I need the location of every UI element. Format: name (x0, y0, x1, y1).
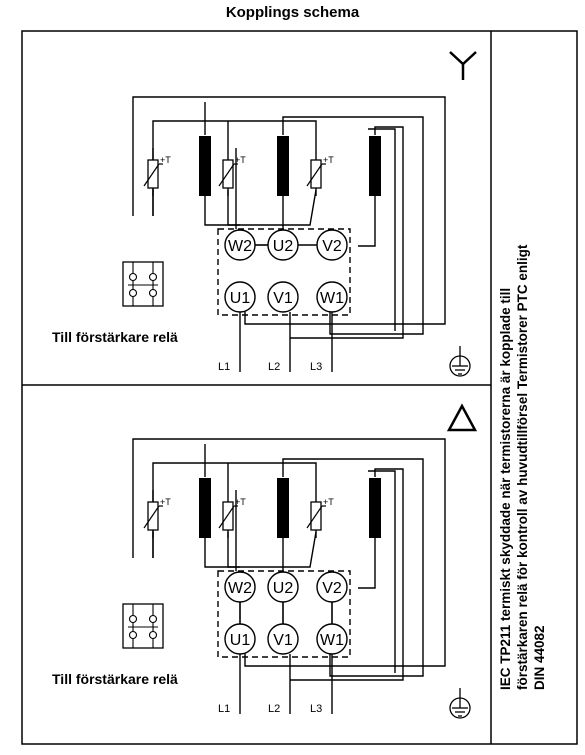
relay-contact-dot (148, 630, 158, 640)
terminal-top-label: U2 (273, 238, 294, 255)
thermistor-wire (227, 531, 317, 568)
side-note: IEC TP211 termiskt skyddade när termisto… (498, 244, 547, 690)
thermistor-slash (143, 505, 160, 529)
thermistor-label: +T (235, 155, 246, 165)
wire (282, 116, 424, 335)
wire (204, 538, 240, 568)
terminal-top-label: W2 (228, 238, 252, 255)
thermistor (147, 501, 159, 531)
thermistor-wire (152, 120, 317, 216)
side-note-line-1: IEC TP211 termiskt skyddade när termisto… (498, 288, 513, 690)
thermistor (222, 159, 234, 189)
supply-line-label: L3 (310, 703, 322, 715)
wire (368, 470, 396, 673)
wire (132, 438, 446, 667)
thermistor-slash (218, 163, 235, 187)
supply-line-label: L2 (268, 361, 280, 373)
terminal-bottom-label: U1 (230, 632, 251, 649)
relay-contact-dot (128, 630, 138, 640)
thermistor (222, 501, 234, 531)
terminal-top-label: V2 (322, 238, 342, 255)
terminal-top-label: W2 (228, 580, 252, 597)
wire (132, 96, 446, 325)
thermistor-slash (306, 505, 323, 529)
thermistor-label: +T (235, 497, 246, 507)
winding-w (199, 478, 211, 538)
thermistor (310, 159, 322, 189)
wire (204, 196, 240, 226)
winding-u (277, 478, 289, 538)
thermistor-slash (143, 163, 160, 187)
relay-label: Till förstärkare relä (52, 671, 178, 687)
thermistor-slash (306, 163, 323, 187)
delta-symbol-icon (446, 403, 478, 432)
supply-line-label: L1 (218, 703, 230, 715)
thermistor-label: +T (323, 497, 334, 507)
thermistor-wire (227, 189, 317, 226)
relay-contact-dot (148, 272, 158, 282)
terminal-top-label: U2 (273, 580, 294, 597)
winding-u (277, 136, 289, 196)
winding-v (369, 136, 381, 196)
side-note-line-2: förstärkaren relä för kontroll av huvudt… (515, 244, 530, 690)
thermistor-slash (218, 505, 235, 529)
terminal-box (217, 570, 351, 658)
wire (282, 458, 424, 677)
wire (290, 468, 404, 681)
thermistor (310, 501, 322, 531)
thermistor-label: +T (160, 497, 171, 507)
relay-contact-dot (148, 288, 158, 298)
terminal-bottom-label: W1 (320, 632, 344, 649)
terminal-bottom (267, 281, 299, 313)
terminal-bottom-label: U1 (230, 290, 251, 307)
thermistor-label: +T (323, 155, 334, 165)
wire (358, 538, 376, 589)
side-note-line-3: DIN 44082 (532, 625, 547, 690)
winding-v (369, 478, 381, 538)
supply-line-label: L1 (218, 361, 230, 373)
thermistor-label: +T (160, 155, 171, 165)
relay-contact-dot (128, 614, 138, 624)
relay-contact-dot (148, 614, 158, 624)
thermistor (147, 159, 159, 189)
terminal-top-label: V2 (322, 580, 342, 597)
outer-frame (21, 30, 578, 745)
terminal-bottom-label: V1 (273, 632, 293, 649)
supply-line-label: L3 (310, 361, 322, 373)
relay-contact-dot (128, 288, 138, 298)
wire (368, 128, 396, 331)
terminal-bottom-label: W1 (320, 290, 344, 307)
terminal-bottom-label: V1 (273, 290, 293, 307)
diagram-title: Kopplings schema (225, 4, 360, 21)
relay-block (122, 603, 164, 649)
thermistor-wire (152, 462, 317, 558)
star-symbol-icon (449, 51, 477, 66)
wire (290, 126, 404, 339)
relay-block (122, 261, 164, 307)
winding-w (199, 136, 211, 196)
relay-contact-dot (128, 272, 138, 282)
supply-line-label: L2 (268, 703, 280, 715)
terminal-box (217, 228, 351, 316)
wire (358, 196, 376, 247)
relay-label: Till förstärkare relä (52, 329, 178, 345)
